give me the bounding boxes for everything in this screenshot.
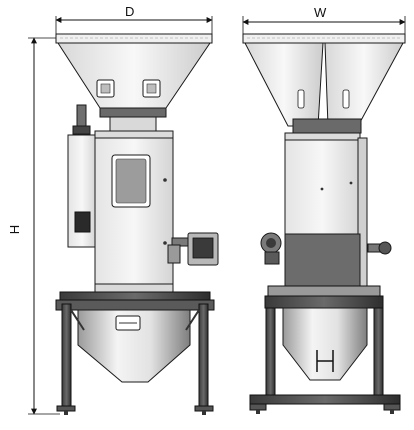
side-view-depth — [55, 33, 219, 415]
front-view-width — [242, 33, 406, 414]
height-dimension-icon — [28, 37, 60, 415]
height-label: H — [7, 224, 23, 235]
width-label: W — [314, 5, 327, 20]
depth-label: D — [125, 4, 135, 19]
